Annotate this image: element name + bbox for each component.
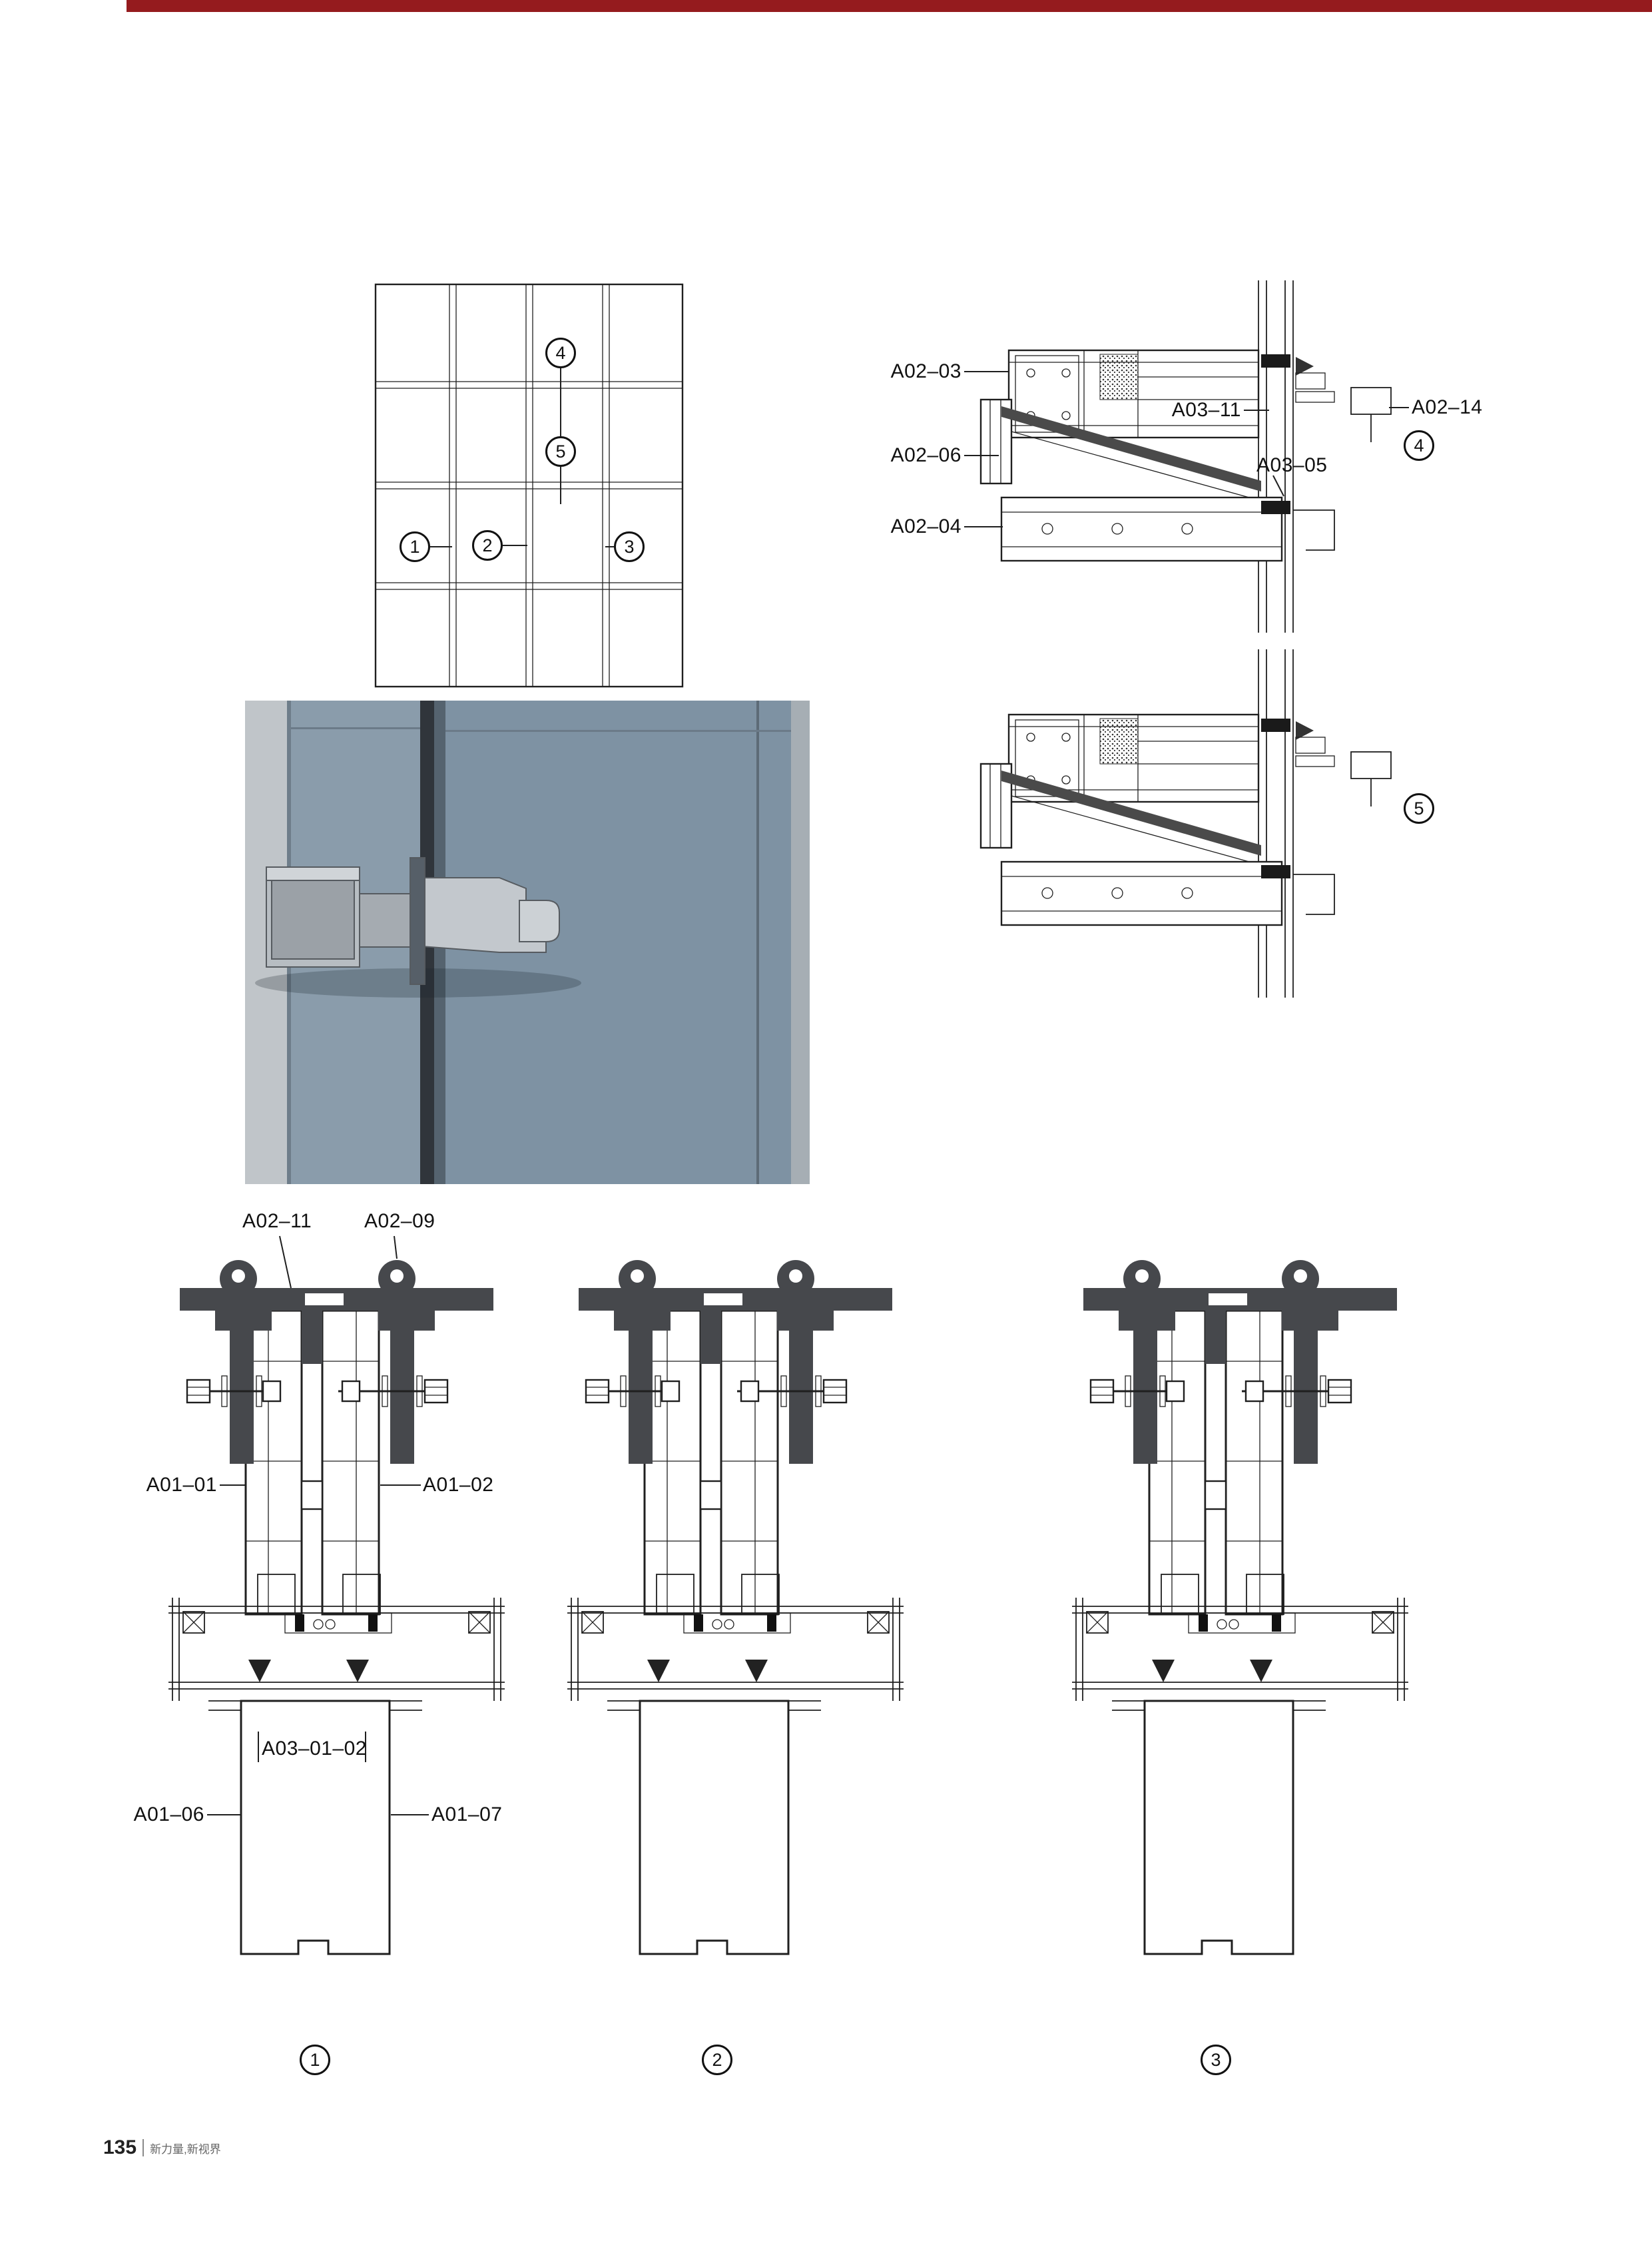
label-a01-02: A01–02 bbox=[423, 1474, 494, 1496]
elevation-callout-2-label: 2 bbox=[482, 535, 493, 555]
leader-lines bbox=[207, 368, 1409, 1815]
section-callout-2-label: 2 bbox=[712, 2049, 722, 2070]
render-3d bbox=[245, 701, 810, 1184]
elevation-callout-1: 1 bbox=[400, 531, 430, 562]
vertical-section-2 bbox=[566, 1259, 905, 1955]
detail-5-drawing bbox=[979, 649, 1392, 998]
section-callout-1-label: 1 bbox=[310, 2049, 320, 2070]
elevation-callout-3: 3 bbox=[614, 531, 645, 562]
section-callout-1: 1 bbox=[300, 2045, 330, 2075]
elevation-callout-3-label: 3 bbox=[624, 536, 635, 557]
label-a01-06: A01–06 bbox=[133, 1803, 204, 1825]
detail-4-callout: 4 bbox=[1404, 430, 1434, 461]
label-a02-06: A02–06 bbox=[890, 444, 962, 466]
label-a01-07: A01–07 bbox=[431, 1803, 503, 1825]
elevation-callout-4-label: 4 bbox=[555, 342, 566, 363]
detail-5-callout: 5 bbox=[1404, 793, 1434, 824]
label-a02-09: A02–09 bbox=[364, 1210, 435, 1232]
label-a02-11: A02–11 bbox=[242, 1210, 312, 1232]
elevation-callout-5-label: 5 bbox=[555, 441, 566, 462]
label-a03-11: A03–11 bbox=[1171, 399, 1241, 421]
detail-4-callout-label: 4 bbox=[1414, 435, 1424, 456]
page-number: 135 bbox=[103, 2136, 137, 2158]
label-a03-01-02: A03–01–02 bbox=[262, 1738, 367, 1760]
detail-5-callout-label: 5 bbox=[1414, 798, 1424, 818]
vertical-section-1 bbox=[167, 1259, 506, 1955]
footer-divider bbox=[142, 2139, 144, 2156]
label-a02-04: A02–04 bbox=[890, 515, 962, 537]
label-a03-05: A03–05 bbox=[1256, 454, 1328, 476]
elevation-callout-4: 4 bbox=[545, 338, 576, 368]
label-a02-14: A02–14 bbox=[1412, 396, 1483, 418]
label-a01-01: A01–01 bbox=[146, 1474, 217, 1496]
top-accent-bar bbox=[127, 0, 1652, 12]
elevation-callout-2: 2 bbox=[472, 530, 503, 561]
elevation-callout-1-label: 1 bbox=[410, 536, 420, 557]
detail-4-drawing bbox=[979, 280, 1392, 633]
vertical-section-3 bbox=[1071, 1259, 1410, 1955]
label-a02-03: A02–03 bbox=[890, 360, 962, 382]
footer-caption: 新力量,新视界 bbox=[150, 2142, 221, 2156]
section-callout-2: 2 bbox=[702, 2045, 732, 2075]
section-callout-3-label: 3 bbox=[1211, 2049, 1221, 2070]
page-footer: 135 新力量,新视界 bbox=[103, 2136, 221, 2159]
elevation-callout-5: 5 bbox=[545, 436, 576, 467]
section-callout-3: 3 bbox=[1201, 2045, 1231, 2075]
elevation-drawing bbox=[374, 283, 684, 688]
